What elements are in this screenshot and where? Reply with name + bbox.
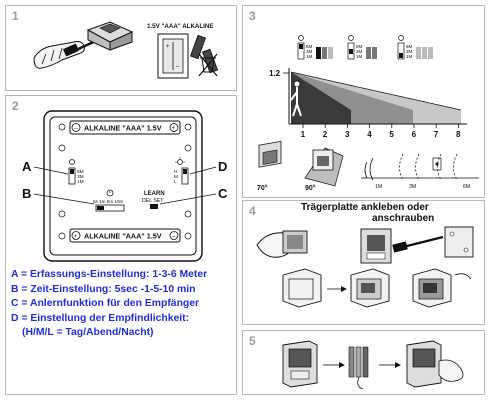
svg-text:L: L: [174, 179, 177, 185]
battery-label-top: ALKALINE "AAA" 1.5V: [84, 124, 162, 133]
plate-step-b: [351, 269, 389, 307]
device-back-diagram: – + ALKALINE "AAA" 1.5V + – ALKALINE "AA…: [6, 96, 237, 395]
hand-adhesive-icon: [257, 231, 307, 257]
callout-a: A: [22, 159, 32, 174]
detection-range-diagram: 6M 3M 1M 6M 3M 1M 6M 3M 1M: [243, 6, 485, 198]
sensor-mounted-view: [407, 341, 463, 387]
svg-text:1M: 1M: [356, 54, 363, 59]
top-battery: – + ALKALINE "AAA" 1.5V: [70, 121, 180, 134]
svg-text:+: +: [172, 126, 176, 132]
angle-view-left: 70°: [257, 141, 281, 192]
sensor-device: [88, 22, 132, 50]
switch-setting-6m: 6M 3M 1M: [298, 36, 333, 60]
battery-type-label: 1.5V "AAA" ALKALINE: [147, 23, 214, 30]
hand-screwdriver-icon: [34, 39, 100, 68]
battery-label-bottom: ALKALINE "AAA" 1.5V: [84, 232, 162, 241]
hand-icon: [439, 360, 463, 381]
step-4-panel: 4 Trägerplatte ankleben oder anschrauben: [242, 200, 485, 325]
battery-holder: + –: [158, 34, 188, 78]
sensor-front-view: [283, 341, 317, 387]
axis-tick-label: 5: [389, 130, 394, 139]
callout-d: D: [218, 159, 227, 174]
axis-tick-label: 3: [345, 130, 350, 139]
battery-icon: [190, 35, 217, 72]
switch-setting-1m: 6M 3M 1M: [398, 36, 433, 60]
svg-text:+: +: [166, 44, 170, 50]
step-1-panel: 1 1.5V "AAA" ALKALINE + –: [5, 5, 237, 91]
step-3-panel: 3 6M 3M 1M 6M 3M 1M 6M: [242, 5, 485, 198]
legend-item-d: D = Einstellung der Empfindlichkeit:: [11, 312, 237, 327]
legend-item-b: B = Zeit-Einstellung: 5sec -1-5-10 min: [11, 283, 237, 298]
axis-tick-label: 4: [367, 130, 372, 139]
svg-text:6M: 6M: [463, 184, 470, 190]
legend-item-a: A = Erfassungs-Einstellung: 1-3-6 Meter: [11, 268, 237, 283]
detection-zones: [291, 72, 461, 124]
plate-step-a: [283, 269, 321, 307]
angle-view-right: 90°: [305, 148, 343, 192]
svg-text:3M: 3M: [409, 184, 416, 190]
svg-text:1M: 1M: [406, 54, 413, 59]
screwdriver-icon: [392, 227, 473, 257]
callout-b: B: [22, 186, 31, 201]
svg-text:LEARN: LEARN: [144, 191, 165, 197]
callout-c: C: [218, 186, 228, 201]
axis-tick-label: 2: [323, 130, 328, 139]
axis-tick-label: 1: [301, 130, 306, 139]
step-1-illustration: 1.5V "AAA" ALKALINE + –: [6, 6, 237, 91]
detection-waves: 1M 3M 6M: [361, 154, 479, 190]
final-assembly-illustration: [243, 331, 485, 395]
step-5-panel: 5: [242, 330, 485, 395]
svg-text:1M: 1M: [375, 184, 382, 190]
svg-text:1M: 1M: [306, 54, 313, 59]
svg-text:1M: 1M: [77, 179, 84, 185]
settings-legend: A = Erfassungs-Einstellung: 1-3-6 Meter …: [11, 268, 237, 341]
svg-text:+: +: [74, 234, 78, 240]
step-2-panel: 2 – + ALKALINE "AAA" 1.5V + – ALKALINE "…: [5, 95, 237, 395]
bottom-battery: + – ALKALINE "AAA" 1.5V: [70, 229, 180, 242]
switch-setting-3m: 6M 3M 1M: [348, 36, 377, 60]
adhesive-strips-icon: [349, 347, 368, 389]
svg-text:70°: 70°: [257, 184, 268, 192]
svg-text:DEL SET: DEL SET: [142, 198, 164, 204]
distance-axis: 1 2 3 4 5 6 7 8: [301, 124, 461, 139]
legend-item-c: C = Anlernfunktion für den Empfänger: [11, 297, 237, 312]
mounting-height-label: 1.2: [269, 69, 281, 78]
wall-plate: [361, 229, 391, 263]
plate-step-c: [413, 269, 471, 307]
axis-tick-label: 7: [434, 130, 439, 139]
svg-text:5s 1m 5m 10m: 5s 1m 5m 10m: [93, 199, 124, 204]
svg-text:90°: 90°: [305, 184, 316, 192]
axis-tick-label: 6: [412, 130, 417, 139]
legend-item-d-detail: (H/M/L = Tag/Abend/Nacht): [11, 326, 237, 341]
mounting-illustration: [243, 201, 485, 325]
axis-tick-label: 8: [456, 130, 461, 139]
